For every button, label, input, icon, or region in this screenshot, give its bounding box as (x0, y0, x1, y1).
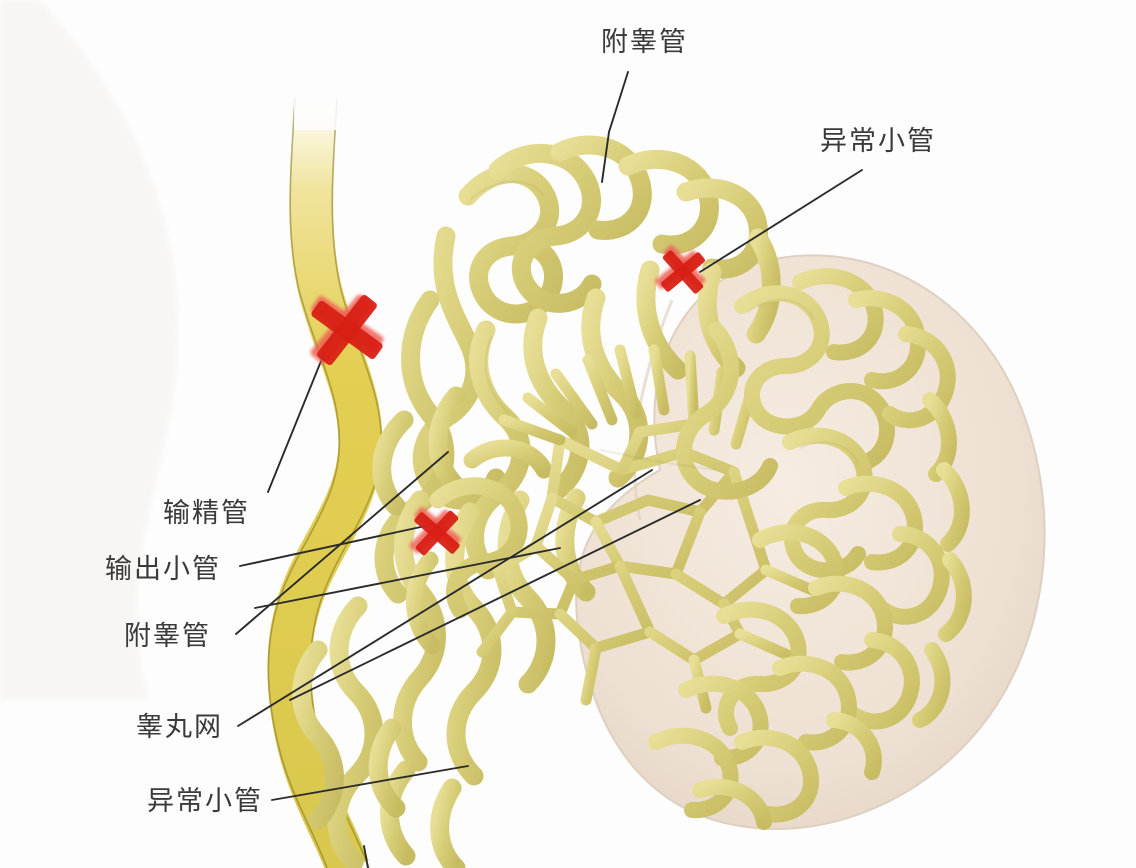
leader-epididymal-duct-top (601, 71, 629, 183)
block-marker-epididymal-duct (655, 245, 706, 294)
label-rete-testis: 睾丸网 (136, 712, 223, 743)
label-abnormal-tubule-top: 异常小管 (820, 126, 936, 157)
label-abnormal-tubule-left: 异常小管 (147, 786, 263, 817)
tubule-texture (469, 181, 859, 471)
seminiferous-tubules (648, 268, 972, 830)
leader-abnormal-tubule-top (699, 169, 863, 273)
efferent-ductules-coil (406, 439, 553, 655)
leader-rete-testis (237, 469, 653, 727)
background-shadow (0, 0, 179, 700)
block-marker-vas-deferens (310, 294, 384, 365)
label-efferent-ductules: 输出小管 (105, 554, 221, 585)
leader-lower-bundle-1 (254, 547, 561, 609)
leader-epididymal-duct-left (235, 451, 449, 635)
label-vas-deferens: 输精管 (163, 498, 250, 529)
leader-lines (235, 71, 863, 868)
block-markers (310, 245, 706, 556)
label-epididymal-duct-left: 附睾管 (124, 621, 211, 652)
leader-abnormal-tubule-left (271, 765, 469, 801)
label-epididymal-duct-top: 附睾管 (601, 27, 688, 58)
block-marker-efferent-ductule (409, 506, 462, 556)
leader-bottom-vertical (363, 845, 369, 868)
rete-testis-network (476, 344, 818, 714)
leader-lower-bundle-2 (289, 499, 701, 701)
